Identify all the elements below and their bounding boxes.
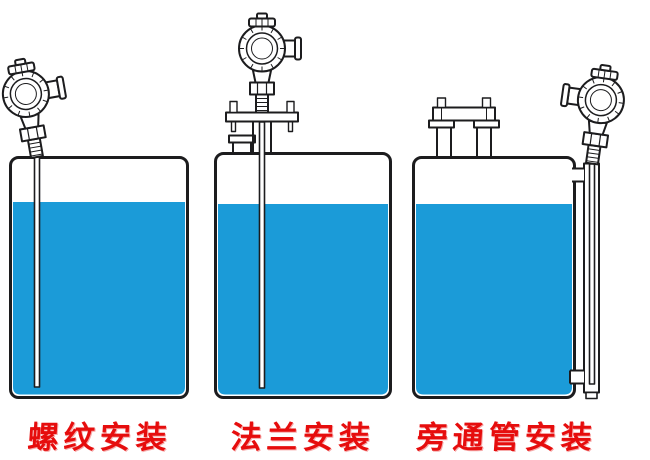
caption-bypass-installation: 旁通管安装 [415,420,599,455]
flange-connection-icon [428,97,500,157]
vent-nozzle-cap [228,134,256,144]
liquid-fill [416,204,572,395]
caption-threaded-installation: 螺纹安装 [26,420,174,455]
tank-flange-group [214,12,392,399]
liquid-fill [218,204,388,395]
level-transmitter-icon [552,59,630,168]
probe-rod [588,163,596,385]
probe-rod [258,121,266,389]
caption-flange-installation: 法兰安装 [229,420,377,455]
probe-rod [33,156,41,388]
vent-nozzle [232,142,252,153]
tank-bypass-group [412,59,630,400]
tank-threaded-group [0,51,189,399]
level-transmitter-icon [0,51,77,162]
flange-connection-icon [225,100,299,153]
liquid-fill [13,202,185,395]
level-transmitter-icon [238,12,302,114]
